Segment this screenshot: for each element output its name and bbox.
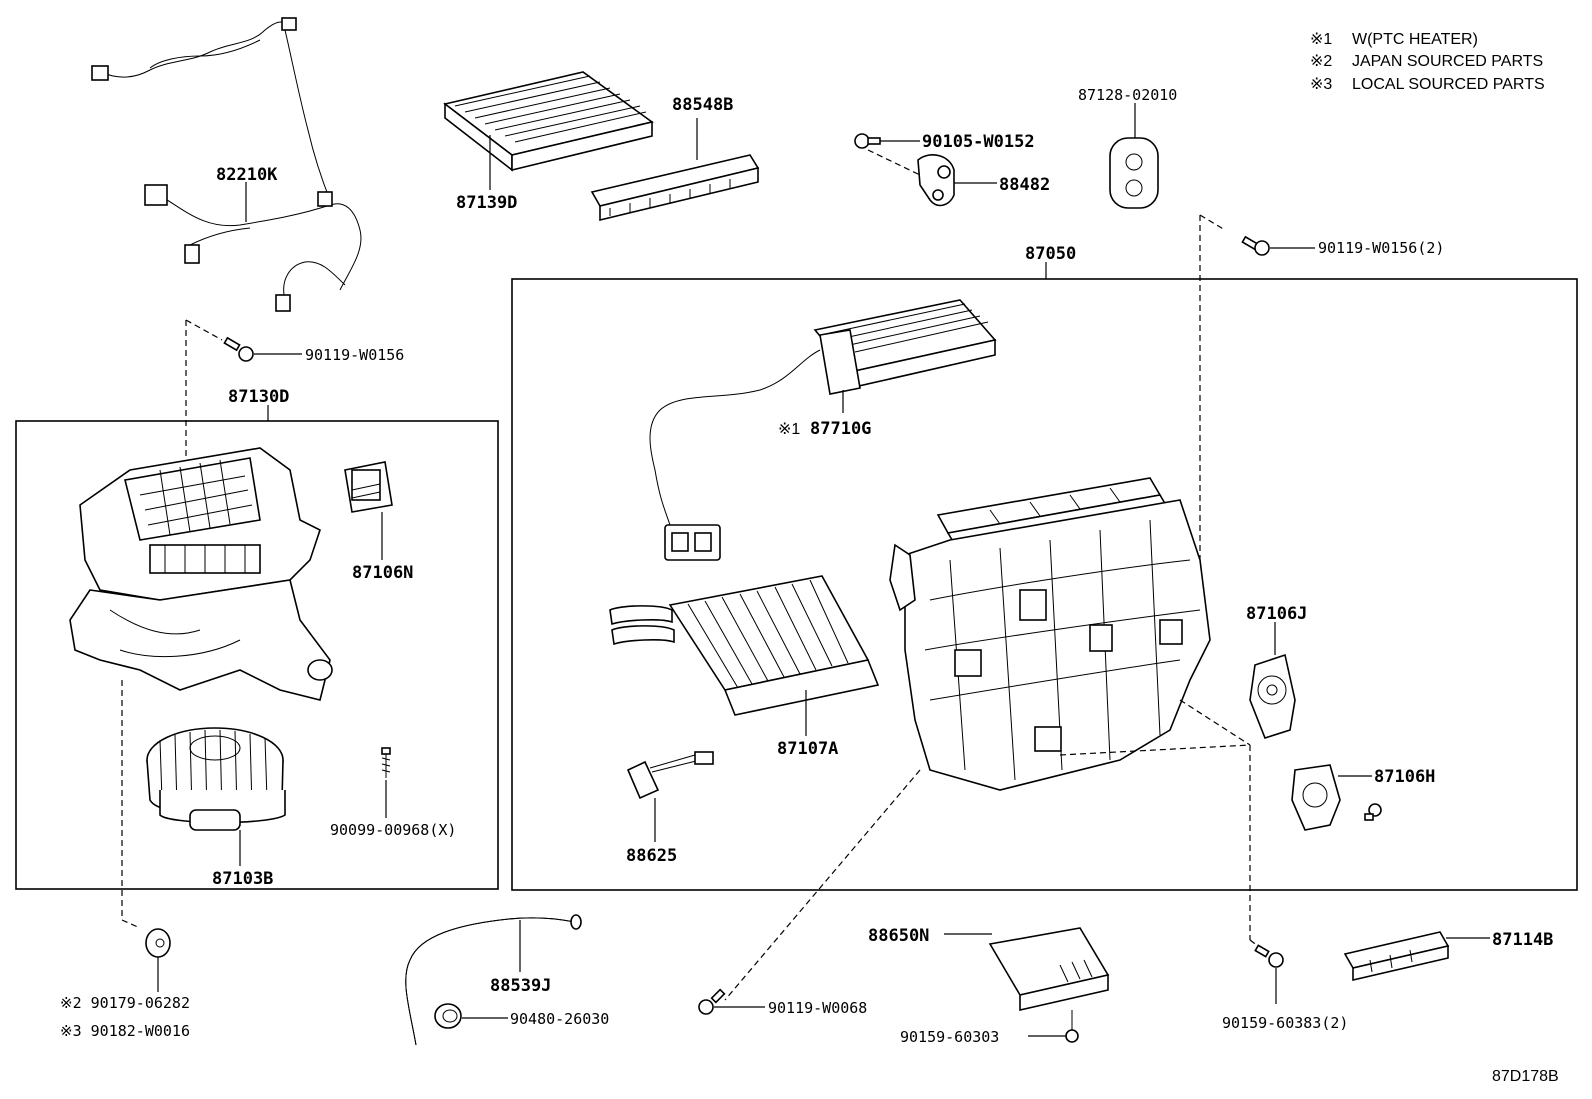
screw-icon: [1241, 235, 1270, 256]
label-90119-W0156: 90119-W0156: [305, 346, 404, 364]
label-87128-02010: 87128-02010: [1078, 86, 1177, 104]
label-90159-60383-2: 90159-60383(2): [1222, 1014, 1348, 1032]
dashed-guide: [1059, 744, 1251, 756]
wire-harness-icon: [91, 17, 362, 312]
label-90119-W0068: 90119-W0068: [768, 999, 867, 1017]
grommet-icon: [1109, 137, 1159, 209]
label-90105-W0152: 90105-W0152: [922, 132, 1035, 152]
connector-icon: [91, 65, 109, 81]
drain-hose-icon: [405, 914, 582, 1046]
label-88625: 88625: [626, 846, 677, 866]
label-88539J: 88539J: [490, 976, 551, 996]
bolt-icon: [854, 133, 881, 149]
label-88548B: 88548B: [672, 95, 733, 115]
dashed-guide: [185, 319, 223, 341]
dashed-guide: [1179, 699, 1251, 746]
connector-icon: [275, 294, 291, 312]
heater-core-icon: [609, 575, 880, 716]
damper-servo-icon: [1291, 764, 1382, 831]
label-90480-26030: 90480-26030: [510, 1010, 609, 1028]
blower-fan-icon: [146, 727, 286, 831]
actuator-icon: [344, 461, 393, 513]
label-87710G: 87710G: [810, 419, 871, 439]
note-3-text: LOCAL SOURCED PARTS: [1352, 76, 1545, 93]
connector-icon: [281, 17, 297, 31]
bracket-clip-icon: [917, 154, 955, 207]
damper-servo-icon: [1249, 653, 1296, 739]
ptc-heater-icon: [649, 299, 997, 561]
note-2-mark: ※2: [1310, 53, 1332, 70]
label-87710G-mark: ※1: [778, 421, 800, 438]
dashed-guide: [1199, 214, 1226, 231]
dashed-guide: [724, 769, 921, 1001]
temperature-sensor-icon: [626, 751, 714, 800]
diagram-id: 87D178B: [1492, 1068, 1559, 1085]
label-88482: 88482: [999, 175, 1050, 195]
dashed-guide: [867, 149, 921, 176]
grommet-icon: [434, 1003, 462, 1029]
screw-icon: [223, 336, 254, 362]
connector-icon: [184, 244, 200, 264]
label-87130D: 87130D: [228, 387, 289, 407]
label-90159-60303: 90159-60303: [900, 1028, 999, 1046]
screw-icon: [381, 747, 391, 778]
screw-icon: [698, 988, 726, 1015]
label-90179-06282: ※2 90179-06282: [60, 994, 190, 1012]
label-87139D: 87139D: [456, 193, 517, 213]
frame-blower-unit: [15, 420, 499, 890]
label-90119-W0156-2: 90119-W0156(2): [1318, 239, 1444, 257]
hvac-case-icon: [889, 477, 1211, 791]
screw-icon: [1254, 944, 1284, 968]
filter-cover-icon: [590, 154, 760, 222]
note-2-text: JAPAN SOURCED PARTS: [1352, 53, 1543, 70]
connector-icon: [144, 184, 168, 206]
screw-icon: [1065, 1010, 1079, 1043]
label-87103B: 87103B: [212, 869, 273, 889]
label-82210K: 82210K: [216, 165, 278, 185]
dashed-guide: [121, 919, 141, 929]
label-87106H: 87106H: [1374, 767, 1435, 787]
label-87050: 87050: [1025, 244, 1076, 264]
note-3-mark: ※3: [1310, 76, 1332, 93]
air-filter-icon: [443, 71, 654, 172]
blower-housing-icon: [69, 447, 333, 701]
note-1-text: W(PTC HEATER): [1352, 31, 1478, 48]
label-87114B: 87114B: [1492, 930, 1553, 950]
label-87106N: 87106N: [352, 563, 413, 583]
cushion-icon: [145, 928, 171, 958]
frame-heater-unit: [511, 278, 1578, 891]
label-87107A: 87107A: [777, 739, 838, 759]
label-90182-W0016: ※3 90182-W0016: [60, 1022, 190, 1040]
label-88650N: 88650N: [868, 926, 929, 946]
amplifier-module-icon: [988, 927, 1110, 1012]
connector-icon: [317, 191, 333, 207]
legend-notes: ※1 W(PTC HEATER) ※2 JAPAN SOURCED PARTS …: [1310, 31, 1545, 93]
label-90099-00968X: 90099-00968(X): [330, 821, 456, 839]
note-1-mark: ※1: [1310, 31, 1332, 48]
label-87106J: 87106J: [1246, 604, 1307, 624]
duct-cover-icon: [1343, 931, 1450, 982]
